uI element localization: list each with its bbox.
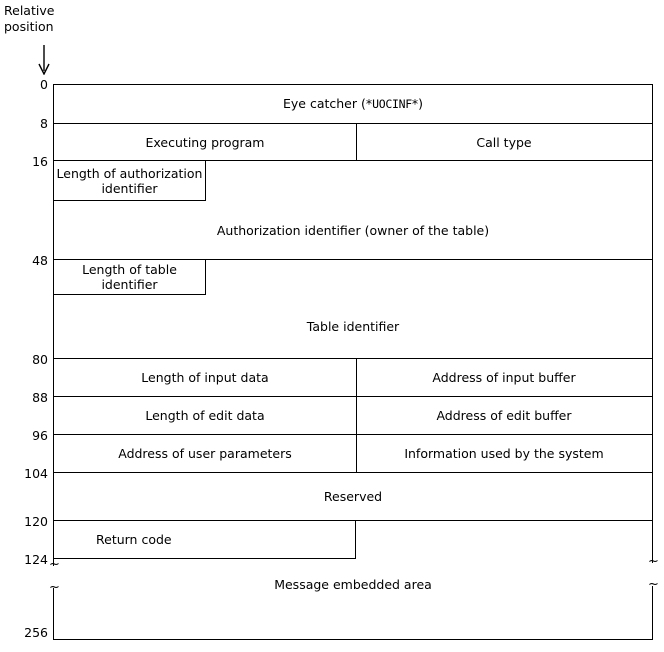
field-address-of-user-parameters: Address of user parameters: [118, 446, 292, 461]
column-divider: [356, 435, 357, 472]
row-return-code: Return code: [53, 520, 653, 559]
offset-label: 16: [32, 154, 48, 169]
offset-label: 8: [40, 116, 48, 131]
return-code-box: [54, 521, 356, 559]
field-authorization-identifier: Authorization identifier (owner of the t…: [216, 222, 490, 238]
offset-label: 104: [24, 466, 48, 481]
row-edit-data: Length of edit data Address of edit buff…: [53, 396, 653, 434]
field-reserved: Reserved: [323, 489, 383, 504]
offset-scale: 0 8 16 48 80 88 96 104 120 124 256: [0, 0, 48, 652]
row-table-identifier: Length of table identifier Table identif…: [53, 259, 653, 358]
field-length-of-edit-data: Length of edit data: [145, 408, 265, 423]
field-length-of-input-data: Length of input data: [141, 370, 269, 385]
break-mark-right-top: ~: [648, 554, 659, 569]
offset-label: 48: [32, 253, 48, 268]
break-mark-left-bottom: ~: [49, 580, 60, 595]
eye-catcher-prefix: Eye catcher (*: [282, 96, 373, 111]
row-input-data: Length of input data Address of input bu…: [53, 358, 653, 396]
row-executing-program: Executing program Call type: [53, 123, 653, 160]
offset-label: 88: [32, 390, 48, 405]
field-address-of-input-buffer: Address of input buffer: [432, 370, 576, 385]
column-divider: [356, 124, 357, 160]
eye-catcher-value: UOCINF: [372, 97, 412, 111]
field-information-used-by-the-system: Information used by the system: [404, 446, 604, 461]
row-user-parameters: Address of user parameters Information u…: [53, 434, 653, 472]
offset-label: 96: [32, 428, 48, 443]
break-mark-right-bottom: ~: [648, 577, 659, 592]
field-length-of-table-identifier: Length of table identifier: [54, 260, 206, 295]
column-divider: [356, 359, 357, 396]
offset-label: 124: [24, 552, 48, 567]
break-mark-left-top: ~: [49, 557, 60, 572]
field-call-type: Call type: [476, 134, 532, 150]
field-executing-program: Executing program: [145, 134, 265, 150]
axis-caption: Relative position: [4, 3, 55, 34]
row-authorization-identifier: Length of authorization identifier Autho…: [53, 160, 653, 259]
offset-label: 0: [40, 77, 48, 92]
column-divider: [356, 397, 357, 434]
eye-catcher-text: Eye catcher (*UOCINF*): [283, 96, 423, 112]
offset-label: 120: [24, 514, 48, 529]
field-message-embedded-area: Message embedded area: [274, 577, 432, 592]
offset-label: 80: [32, 352, 48, 367]
field-return-code: Return code: [96, 532, 172, 547]
field-eye-catcher: Eye catcher (*UOCINF*): [54, 85, 652, 123]
field-table: Eye catcher (*UOCINF*) Executing program…: [53, 84, 653, 559]
row-reserved: Reserved: [53, 472, 653, 520]
field-table-identifier: Table identifier: [306, 319, 400, 334]
row-eye-catcher: Eye catcher (*UOCINF*): [53, 84, 653, 123]
field-length-of-authorization-identifier: Length of authorization identifier: [54, 161, 206, 201]
eye-catcher-suffix: *): [411, 96, 423, 111]
down-arrow-icon: [38, 45, 50, 75]
field-address-of-edit-buffer: Address of edit buffer: [436, 408, 572, 423]
offset-label: 256: [24, 625, 48, 640]
